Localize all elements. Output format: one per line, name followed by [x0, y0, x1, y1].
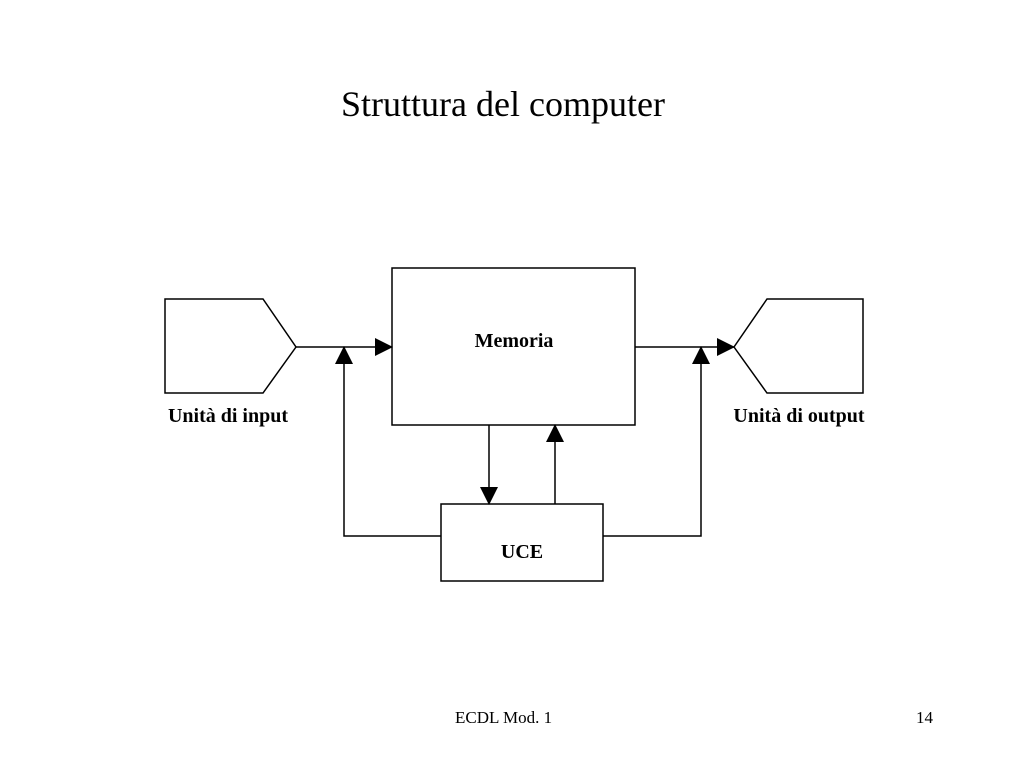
cpu-box [440, 503, 604, 582]
input-unit-shape [164, 298, 297, 394]
memory-box [391, 267, 636, 426]
arrow-cpu-to-input-path [335, 346, 441, 537]
footer-page-number: 14 [916, 708, 933, 727]
input-unit-label: Unità di input [168, 405, 288, 427]
cpu-label: UCE [501, 541, 543, 563]
footer-course: ECDL Mod. 1 [455, 708, 553, 727]
arrow-cpu-to-output-path [603, 346, 710, 537]
slide-title: Struttura del computer [341, 84, 665, 124]
memory-label: Memoria [475, 330, 554, 352]
output-unit-shape [733, 298, 864, 394]
output-unit-label: Unità di output [733, 405, 864, 427]
